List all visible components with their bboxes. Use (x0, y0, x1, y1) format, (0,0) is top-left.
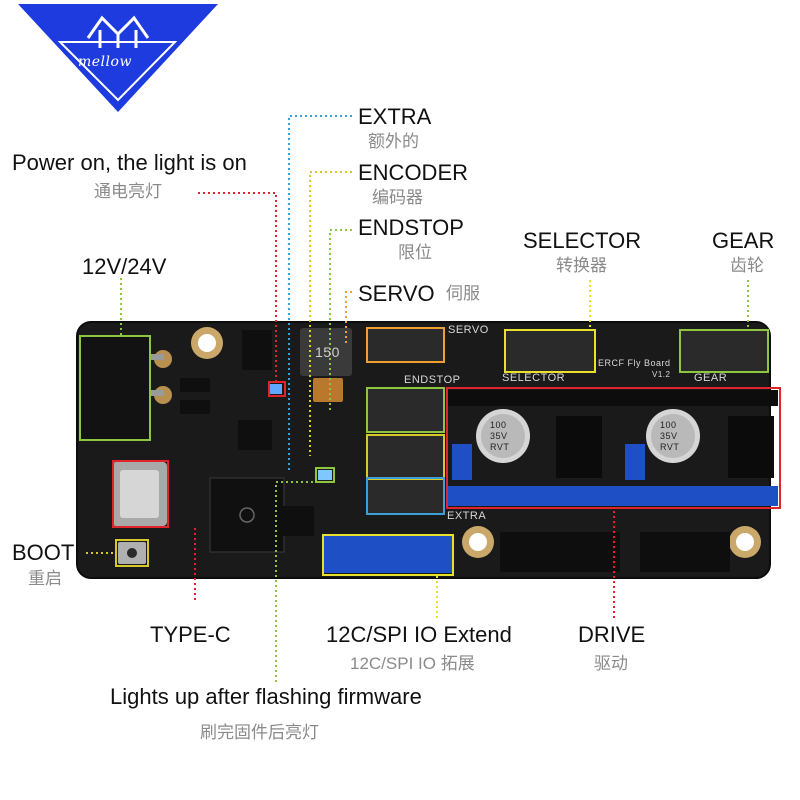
cap1-series: RVT (490, 442, 510, 452)
leader-lines (86, 115, 749, 682)
label-selector-cn: 转换器 (556, 256, 607, 275)
cap1-voltage: 35V (490, 431, 508, 441)
label-power-on-cn: 通电亮灯 (94, 182, 162, 201)
annotation-boxes (79, 327, 781, 576)
cap2-series: RVT (660, 442, 680, 452)
label-power-on: Power on, the light is on (12, 150, 247, 175)
label-i2c-spi-cn: 12C/SPI IO 拓展 (350, 654, 475, 673)
cap1-value: 100 (490, 420, 507, 430)
label-drive: DRIVE (578, 622, 646, 647)
mellow-logo (18, 4, 218, 112)
silk-selector: SELECTOR (502, 372, 566, 384)
label-endstop: ENDSTOP (358, 215, 464, 240)
label-drive-cn: 驱动 (594, 654, 628, 673)
label-encoder-cn: 编码器 (372, 188, 423, 207)
pcb-board (76, 321, 778, 579)
label-firmware: Lights up after flashing firmware (110, 684, 422, 709)
logo-text: mellow (78, 54, 132, 70)
silk-endstop: ENDSTOP (404, 374, 461, 386)
silk-servo: SERVO (448, 324, 489, 336)
cap2-voltage: 35V (660, 431, 678, 441)
silk-gear: GEAR (694, 372, 728, 384)
label-gear: GEAR (712, 228, 775, 253)
label-boot-cn: 重启 (28, 569, 62, 588)
silk-extra: EXTRA (447, 510, 487, 522)
board-name: ERCF Fly Board (598, 358, 671, 368)
label-endstop-cn: 限位 (398, 243, 432, 262)
board-version: V1.2 (652, 370, 671, 379)
label-extra-cn: 额外的 (368, 132, 419, 151)
label-firmware-cn: 刷完固件后亮灯 (200, 723, 319, 742)
label-typec: TYPE-C (150, 622, 231, 647)
label-extra: EXTRA (358, 104, 432, 129)
label-gear-cn: 齿轮 (730, 256, 764, 275)
label-selector: SELECTOR (523, 228, 642, 253)
label-encoder: ENCODER (358, 160, 469, 185)
label-boot: BOOT (12, 540, 75, 565)
cap2-value: 100 (660, 420, 677, 430)
label-servo-cn: 伺服 (446, 284, 480, 303)
inductor-label: 150 (315, 344, 340, 360)
label-servo: SERVO (358, 281, 435, 306)
label-i2c-spi: 12C/SPI IO Extend (326, 622, 512, 647)
label-vin: 12V/24V (82, 254, 167, 279)
